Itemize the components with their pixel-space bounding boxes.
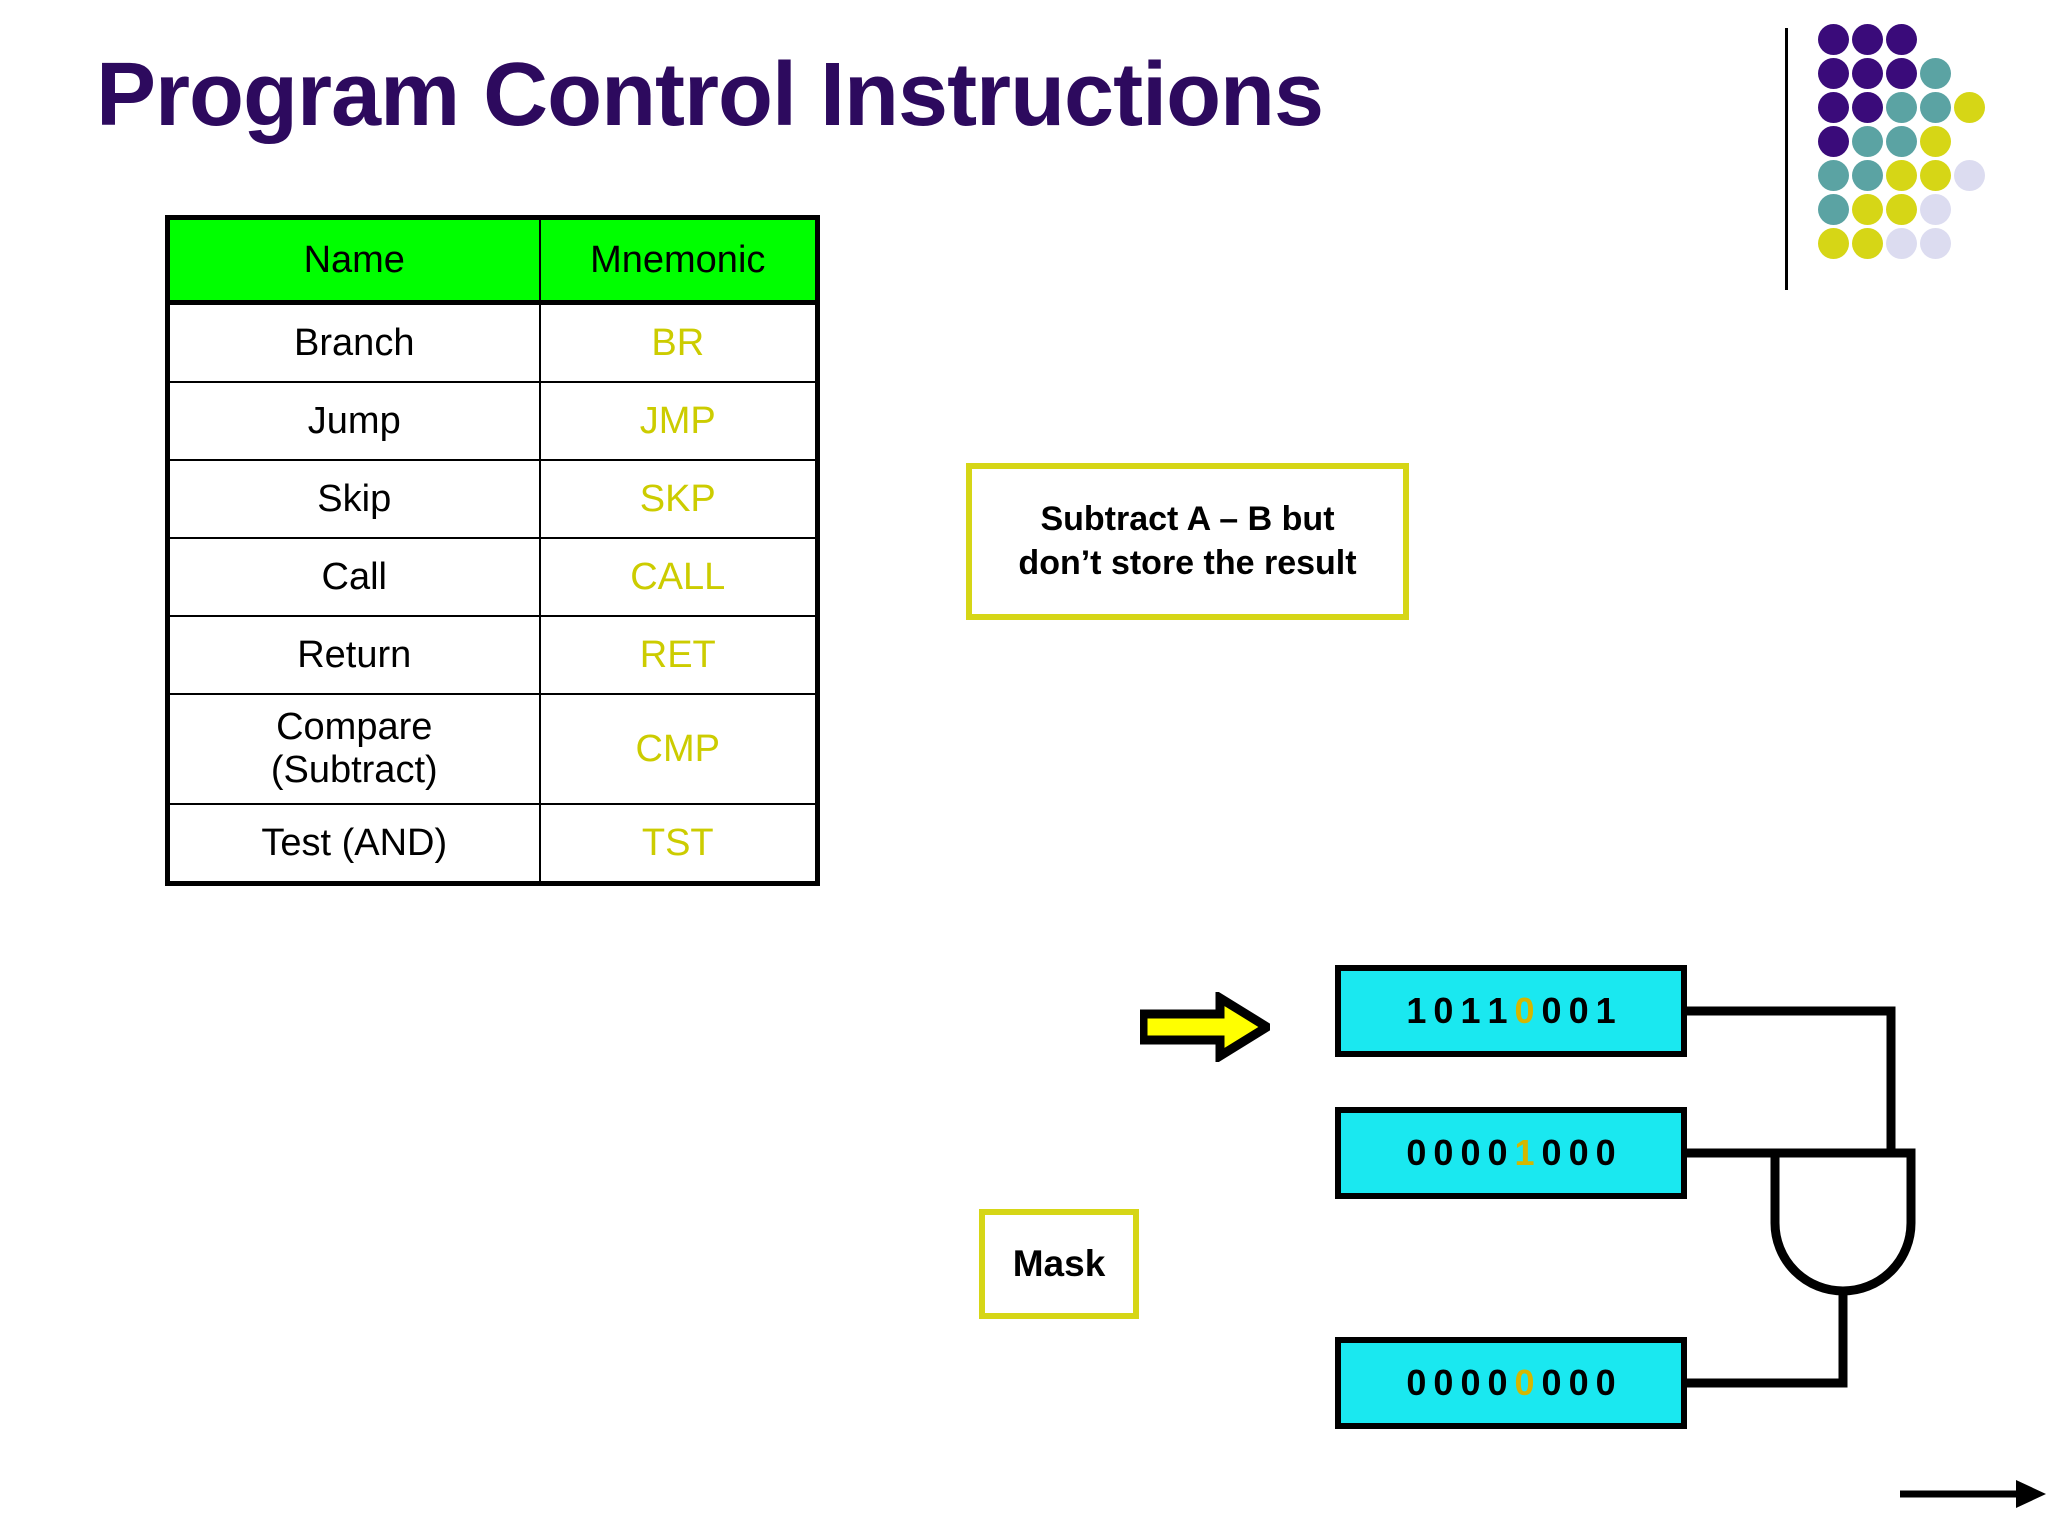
bit-cell: 0 — [1406, 1132, 1434, 1173]
logo-dot-purple — [1852, 24, 1883, 55]
subtract-note-box: Subtract A – B but don’t store the resul… — [966, 463, 1409, 620]
logo-dot-lavender — [1954, 160, 1985, 191]
mask-note-box: Mask — [979, 1209, 1139, 1319]
mask-label: Mask — [1012, 1243, 1106, 1284]
bit-cell: 0 — [1568, 1132, 1596, 1173]
table-header-row: Name Mnemonic — [166, 216, 819, 305]
logo-dot-teal — [1886, 92, 1917, 123]
instruction-name-cell: Call — [166, 537, 541, 617]
table-row: Test (AND)TST — [166, 803, 819, 885]
logo-dot-teal — [1818, 194, 1849, 225]
logo-dot-purple — [1818, 24, 1849, 55]
instruction-mnemonic-cell: CMP — [538, 693, 819, 805]
instruction-mnemonic-cell: SKP — [538, 459, 819, 539]
bit-cell: 0 — [1568, 990, 1596, 1031]
instruction-mnemonic-cell: CALL — [538, 537, 819, 617]
logo-dot-lavender — [1920, 228, 1951, 259]
logo-dot-teal — [1920, 92, 1951, 123]
bit-cell: 0 — [1514, 990, 1542, 1031]
logo-dot-lavender — [1920, 194, 1951, 225]
bit-cell: 0 — [1541, 1362, 1569, 1403]
bit-cell: 0 — [1433, 1362, 1461, 1403]
logo-dot-yellow — [1852, 228, 1883, 259]
instruction-mnemonic-cell: JMP — [538, 381, 819, 461]
bit-cell: 0 — [1541, 990, 1569, 1031]
instruction-name-cell: Compare(Subtract) — [166, 693, 541, 805]
subtract-note-line1: Subtract A – B but — [1040, 499, 1335, 538]
subtract-note-line2: don’t store the result — [1018, 543, 1357, 582]
logo-dot-purple — [1818, 126, 1849, 157]
bit-cell: 1 — [1460, 990, 1488, 1031]
logo-dot-purple — [1886, 24, 1917, 55]
bit-cell: 0 — [1595, 1362, 1623, 1403]
logo-dot-purple — [1852, 92, 1883, 123]
and-gate-icon — [1683, 1006, 1916, 1388]
bit-cell: 1 — [1514, 1132, 1542, 1173]
logo-dot-yellow — [1852, 194, 1883, 225]
logo-dot-yellow — [1954, 92, 1985, 123]
logo-dot-purple — [1886, 58, 1917, 89]
instruction-name-cell: Skip — [166, 459, 541, 539]
bit-cell: 0 — [1568, 1362, 1596, 1403]
logo-dot-purple — [1852, 58, 1883, 89]
instruction-mnemonic-cell: BR — [538, 301, 819, 383]
bit-cell: 0 — [1541, 1132, 1569, 1173]
bit-cell: 0 — [1460, 1132, 1488, 1173]
next-slide-arrow-icon[interactable] — [1898, 1472, 2048, 1516]
instruction-name-cell: Return — [166, 615, 541, 695]
instruction-mnemonic-cell: RET — [538, 615, 819, 695]
dot-matrix-logo — [1818, 24, 2028, 264]
bit-cell: 0 — [1487, 1132, 1515, 1173]
bit-cell: 0 — [1487, 1362, 1515, 1403]
bit-cell: 0 — [1433, 990, 1461, 1031]
logo-dot-purple — [1818, 58, 1849, 89]
bit-cell: 0 — [1514, 1362, 1542, 1403]
logo-dot-yellow — [1886, 194, 1917, 225]
logo-dot-yellow — [1920, 160, 1951, 191]
table-row: Compare(Subtract)CMP — [166, 693, 819, 805]
logo-dot-yellow — [1920, 126, 1951, 157]
instruction-mnemonic-cell: TST — [538, 803, 819, 885]
logo-dot-teal — [1886, 126, 1917, 157]
logo-dot-teal — [1920, 58, 1951, 89]
logo-dot-yellow — [1818, 228, 1849, 259]
logo-dot-teal — [1852, 126, 1883, 157]
bit-cell: 1 — [1487, 990, 1515, 1031]
right-arrow-icon — [1140, 992, 1270, 1062]
bit-cell: 0 — [1406, 1362, 1434, 1403]
logo-dot-teal — [1852, 160, 1883, 191]
instruction-name-cell: Test (AND) — [166, 803, 541, 885]
column-header-mnemonic: Mnemonic — [538, 216, 819, 305]
instruction-name-cell: Branch — [166, 301, 541, 383]
column-header-name: Name — [166, 216, 541, 305]
logo-dot-lavender — [1886, 228, 1917, 259]
bit-cell: 1 — [1595, 990, 1623, 1031]
bit-cell: 1 — [1406, 990, 1434, 1031]
instruction-name-cell: Jump — [166, 381, 541, 461]
page-title: Program Control Instructions — [96, 45, 1324, 145]
logo-dot-yellow — [1886, 160, 1917, 191]
bit-cell: 0 — [1595, 1132, 1623, 1173]
logo-dot-purple — [1818, 92, 1849, 123]
bit-cell: 0 — [1433, 1132, 1461, 1173]
logo-dot-teal — [1818, 160, 1849, 191]
logo-divider-line — [1785, 28, 1788, 290]
bit-cell: 0 — [1460, 1362, 1488, 1403]
